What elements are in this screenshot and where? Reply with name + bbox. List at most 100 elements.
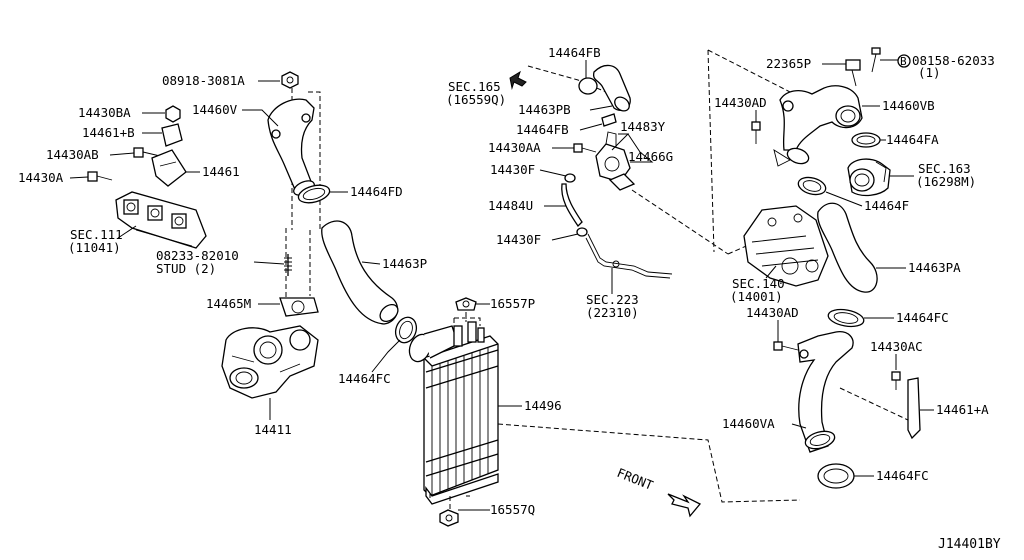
label-16557P: 16557P	[490, 296, 535, 311]
intake-manifold-sec140	[743, 205, 829, 287]
bolt-14430AA	[573, 143, 597, 153]
label-b-marker: B	[900, 55, 907, 68]
label-stud-08233: 08233-82010	[156, 248, 239, 263]
intercooler-14496	[408, 321, 499, 505]
label-14483Y: 14483Y	[620, 119, 666, 134]
throttle-body-sec163	[847, 158, 891, 197]
label-14464FB-top: 14464FB	[548, 45, 601, 60]
hose-14484U	[561, 183, 583, 228]
label-sec223-code: (22310)	[586, 305, 639, 320]
bolt-08158	[871, 47, 881, 73]
label-08158-qty: (1)	[918, 65, 941, 80]
label-sec111-code: (11041)	[68, 240, 121, 255]
bracket-14461	[151, 149, 187, 187]
bracket-14461B	[161, 123, 183, 147]
exhaust-manifold	[115, 191, 207, 249]
front-arrow-icon	[667, 493, 702, 518]
label-08158-62033: 08158-62033	[912, 53, 995, 68]
label-14464FC-left: 14464FC	[338, 371, 391, 386]
label-14463P: 14463P	[382, 256, 427, 271]
label-front: FRONT	[615, 465, 656, 493]
label-14464FA: 14464FA	[886, 132, 939, 147]
diagram-reference-code: J14401BY	[938, 537, 1001, 552]
turbocharger-14411	[221, 325, 319, 399]
label-14464FB-mid: 14464FB	[516, 122, 569, 137]
label-14463PB: 14463PB	[518, 102, 571, 117]
clamp-14464FC-right	[827, 308, 865, 328]
grommet-16557P	[455, 297, 477, 311]
label-14430AD-top: 14430AD	[714, 95, 767, 110]
bolt-14430A	[87, 171, 113, 182]
clamp-14464FD	[297, 184, 331, 204]
gasket-14465M	[279, 297, 319, 317]
clamp-14430F-lower	[576, 227, 588, 237]
nut-14430BA	[165, 105, 181, 123]
grommet-16557Q	[439, 509, 459, 527]
label-sec165-code: (16559Q)	[446, 92, 506, 107]
gasket-14466G	[608, 173, 636, 191]
label-14464FC-bottom: 14464FC	[876, 468, 929, 483]
label-sec163: SEC.163	[918, 161, 971, 176]
label-sec140-code: (14001)	[730, 289, 783, 304]
bolt-14430AC	[891, 371, 901, 390]
label-14461A: 14461+A	[936, 402, 989, 417]
label-14430AC: 14430AC	[870, 339, 923, 354]
circle-b-marker	[897, 54, 911, 68]
label-sec223: SEC.223	[586, 292, 639, 307]
pipe-14460V	[267, 98, 315, 193]
label-14463PA: 14463PA	[908, 260, 961, 275]
label-sec111: SEC.111	[70, 227, 123, 242]
label-14464FC-right: 14464FC	[896, 310, 949, 325]
clamp-14464FA	[851, 132, 881, 148]
label-14460VB: 14460VB	[882, 98, 935, 113]
bolt-14430AD-bottom	[773, 341, 799, 351]
label-sec165: SEC.165	[448, 79, 501, 94]
valve-14483Y	[595, 131, 631, 183]
label-08918-3081A: 08918-3081A	[162, 73, 245, 88]
label-14461: 14461	[202, 164, 240, 179]
center-group: 14463P 14464FC 16557	[321, 220, 801, 527]
label-14465M: 14465M	[206, 296, 251, 311]
right-group: 22365P B 08158-62033 (1) 14430AD 14460VB…	[707, 47, 995, 489]
label-14430BA: 14430BA	[78, 105, 131, 120]
nut-08918	[281, 71, 299, 89]
clamp-14464F	[797, 176, 827, 196]
label-sec163-code: (16298M)	[916, 174, 976, 189]
label-14460VA: 14460VA	[722, 416, 775, 431]
label-stud-qty: STUD (2)	[156, 261, 216, 276]
label-22365P: 22365P	[766, 56, 811, 71]
label-14464F: 14464F	[864, 198, 909, 213]
pipe-14460VB	[773, 85, 863, 167]
arrow-sec165	[509, 70, 527, 90]
label-14430F-upper: 14430F	[490, 162, 535, 177]
label-14460V: 14460V	[192, 102, 238, 117]
clamp-14464FB-top	[578, 77, 598, 95]
label-14496: 14496	[524, 398, 562, 413]
stud-08233	[284, 254, 292, 276]
label-14464FD: 14464FD	[350, 184, 403, 199]
clamp-14430F-upper	[564, 173, 576, 183]
label-14430AA: 14430AA	[488, 140, 541, 155]
left-group: 08918-3081A 14430BA 14461+B 14430AB 1443…	[18, 71, 403, 437]
label-14430AD-bottom: 14430AD	[746, 305, 799, 320]
label-14411: 14411	[254, 422, 292, 437]
clamp-14464FC-bottom	[817, 463, 855, 489]
label-sec140: SEC.140	[732, 276, 785, 291]
label-16557Q: 16557Q	[490, 502, 535, 517]
label-14484U: 14484U	[488, 198, 533, 213]
pipe-sec223	[587, 233, 673, 275]
label-14430F-lower: 14430F	[496, 232, 541, 247]
label-14466G: 14466G	[628, 149, 673, 164]
front-indicator: FRONT	[615, 465, 702, 518]
pipe-14460VA	[797, 331, 854, 453]
label-14430AB: 14430AB	[46, 147, 99, 162]
clamp-14464FB-mid	[601, 113, 617, 127]
bracket-14461A	[907, 377, 921, 440]
bolt-14430AD-top	[751, 121, 761, 144]
upper-middle-group: SEC.165 (16559Q) 14464FB 14463PB 14464FB…	[446, 45, 729, 320]
bolt-14430AB	[133, 147, 161, 158]
label-14461B: 14461+B	[82, 125, 135, 140]
sensor-22365P	[845, 59, 861, 87]
hose-14463PA	[817, 202, 878, 293]
